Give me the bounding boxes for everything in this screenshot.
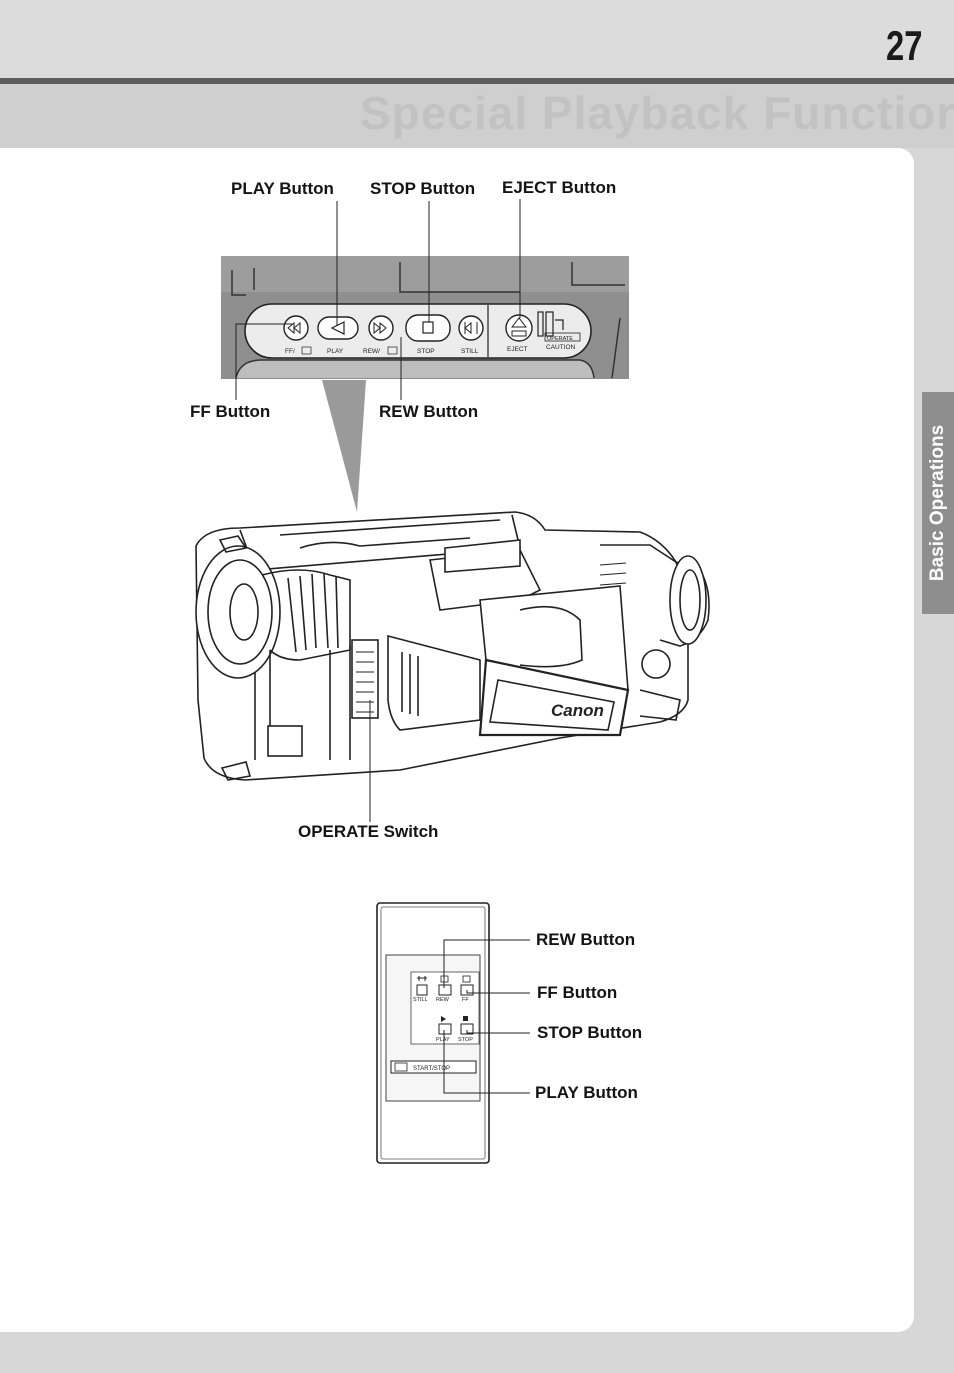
remote-label-stop: STOP	[458, 1037, 473, 1043]
canon-logo: Canon	[551, 701, 604, 720]
remote-leader-lines	[443, 939, 530, 1094]
control-panel-diagram: FF/ PLAY REW/ STOP STILL EJECT OPERATE C…	[221, 256, 629, 379]
panel-label-still: STILL	[461, 348, 479, 355]
callout-operate-switch: OPERATE Switch	[298, 822, 439, 841]
panel-label-stop: STOP	[417, 348, 435, 355]
rew-button-icon	[368, 315, 394, 341]
panel-label-caution: CAUTION	[546, 344, 576, 351]
ghost-header-title: Special Playback Functions	[360, 87, 954, 139]
play-button-icon	[317, 316, 359, 340]
stop-button-icon	[405, 314, 451, 342]
panel-label-play: PLAY	[327, 348, 344, 355]
panel-label-operate: OPERATE	[547, 336, 573, 342]
zoom-pointer	[322, 380, 366, 512]
callout-eject-button: EJECT Button	[502, 178, 617, 197]
panel-label-rew: REW/	[363, 348, 380, 355]
callout-remote-play-button: PLAY Button	[535, 1083, 638, 1102]
remote-label-play: PLAY	[436, 1037, 450, 1043]
callout-ff-button: FF Button	[190, 402, 271, 421]
eject-button-icon	[505, 314, 533, 342]
panel-leader-lines	[235, 199, 521, 400]
panel-label-ff: FF/	[285, 348, 295, 355]
callout-stop-button: STOP Button	[370, 179, 476, 198]
callout-remote-rew-button: REW Button	[536, 930, 636, 949]
panel-label-eject: EJECT	[507, 346, 528, 353]
callout-remote-ff-button: FF Button	[537, 983, 618, 1002]
header-band	[0, 0, 954, 80]
footer-band	[0, 1332, 954, 1373]
callout-rew-button: REW Button	[379, 402, 479, 421]
camcorder-illustration	[195, 511, 710, 781]
remote-label-rew: REW	[436, 997, 450, 1003]
header-rule	[0, 78, 954, 84]
ff-button-icon	[283, 315, 309, 341]
callout-play-button: PLAY Button	[231, 179, 334, 198]
remote-label-start-stop: START/STOP	[413, 1066, 450, 1072]
section-side-tab: Basic Operations	[922, 392, 954, 614]
remote-control-diagram: STILL REW FF PLAY STOP START/STOP	[376, 902, 490, 1164]
page-number: 27	[886, 22, 923, 69]
callout-remote-stop-button: STOP Button	[537, 1023, 643, 1042]
remote-label-still: STILL	[413, 997, 428, 1003]
header-ghost-band	[0, 84, 954, 148]
remote-label-ff: FF	[462, 997, 469, 1003]
